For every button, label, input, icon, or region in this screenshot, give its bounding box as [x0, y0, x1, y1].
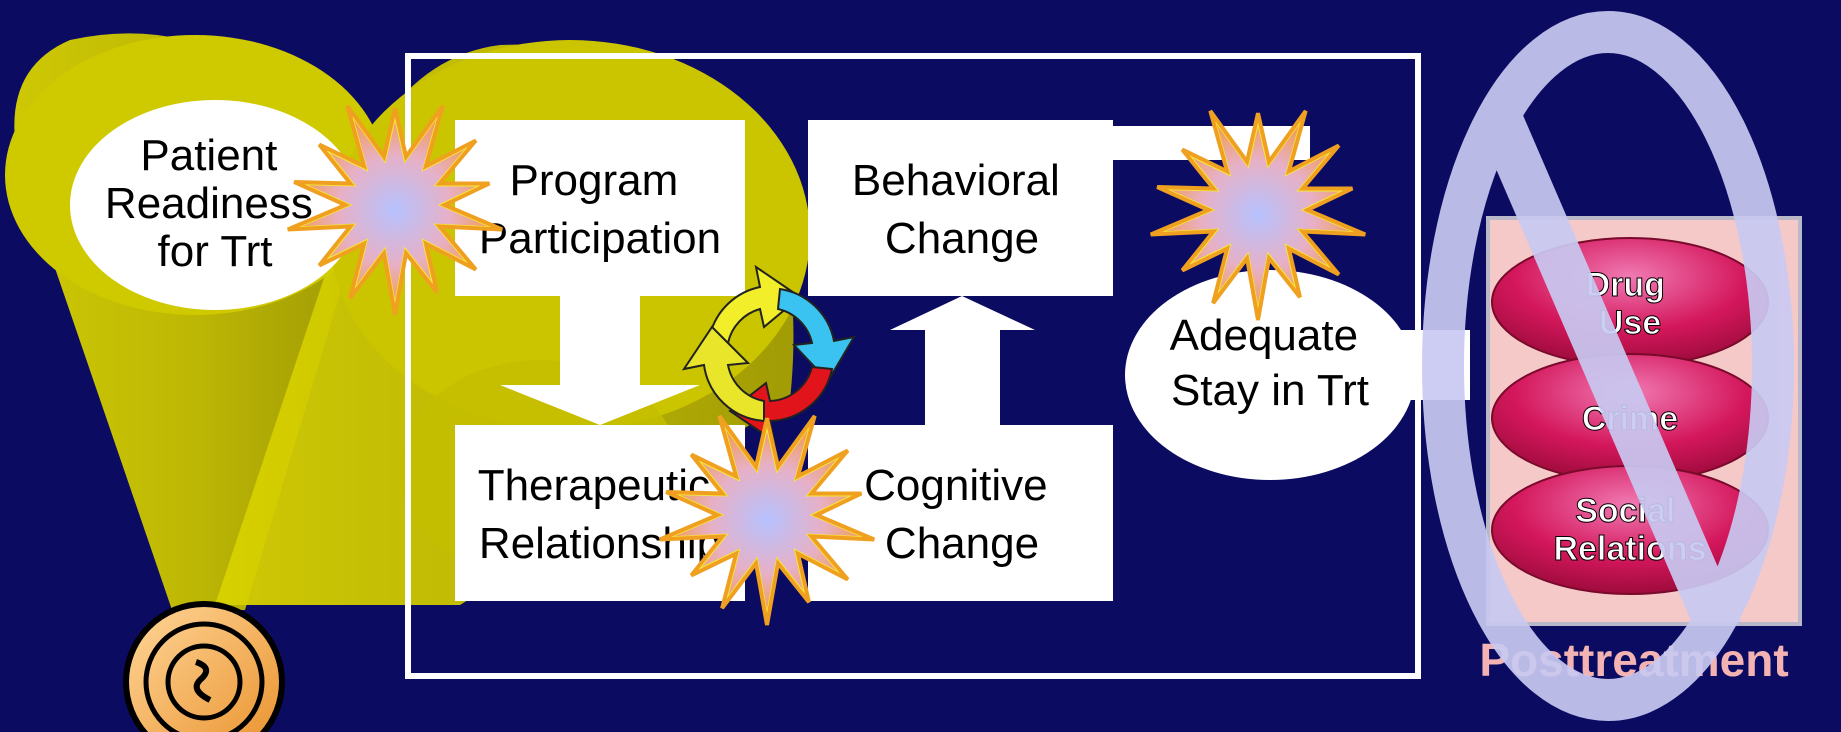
program-participation-box	[455, 120, 745, 296]
arrow-down	[500, 296, 700, 425]
cycle-arrows-icon	[681, 264, 857, 444]
adequate-stay-oval	[1125, 270, 1415, 480]
program-participation-label: Program Participation	[479, 156, 721, 263]
cognitive-change-label: Cognitive Change	[864, 461, 1060, 568]
patient-readiness-label: Patient Readiness for Trt	[105, 131, 325, 276]
prohibition-sign-icon	[1422, 11, 1794, 721]
behavioral-change-box	[808, 120, 1113, 296]
behavioral-change-label: Behavioral Change	[852, 156, 1072, 263]
adequate-stay-label: Adequate Stay in Trt	[1170, 311, 1371, 415]
outcome-pill: Drug Use	[1491, 237, 1769, 367]
starburst-icon	[287, 104, 503, 316]
starburst-icon	[659, 414, 875, 626]
spotlight-lamp-icon	[123, 601, 285, 732]
therapeutic-relationship-label: Therapeutic Relationship	[478, 461, 723, 568]
patient-readiness-oval	[70, 100, 360, 310]
starburst-icon	[1150, 109, 1366, 321]
therapeutic-relationship-box	[455, 425, 745, 601]
arrow-up	[890, 296, 1035, 425]
cognitive-change-box	[808, 425, 1113, 601]
